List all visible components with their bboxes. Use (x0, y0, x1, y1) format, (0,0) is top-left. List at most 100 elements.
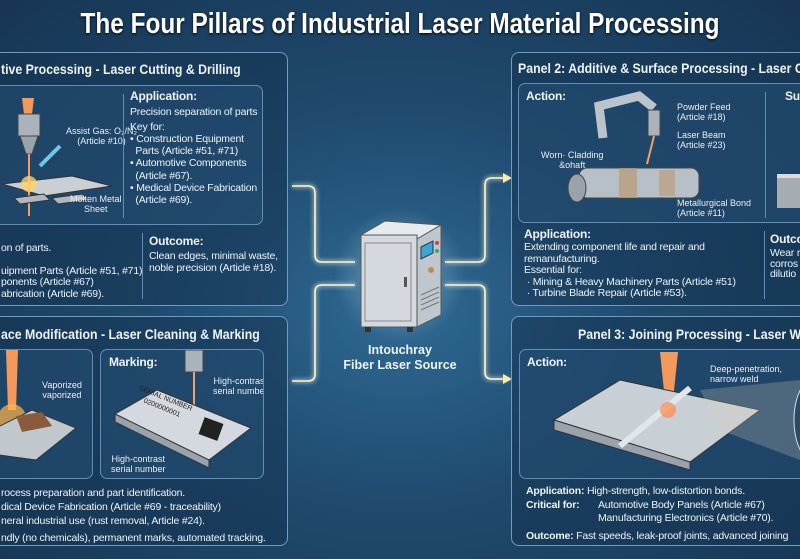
label-line: serial number (111, 464, 166, 474)
label-line: Powder Feed (677, 102, 731, 112)
list-item: • Automotive Components (130, 157, 247, 170)
laser-cutting-illustration (1, 98, 113, 216)
label-line: Assist Gas: O₂/N₂ (66, 126, 137, 136)
critical-list: Automotive Body Panels (Article #67) Man… (598, 499, 773, 525)
text-line: · Turbine Blade Repair (Article #53). (524, 287, 687, 300)
panel-additive-surface: Panel 2: Additive & Surface Processing -… (511, 52, 800, 306)
text-line: uipment Parts (Article #51, #71) (1, 264, 143, 277)
label-line: (Article #10) (77, 136, 126, 146)
application-text: High-strength, low-distortion bonds. (586, 485, 745, 497)
text-line: neral industrial use (rust removal, Arti… (1, 515, 205, 527)
center-label-line1: Intouchray (368, 343, 432, 357)
marking-heading: Marking: (109, 355, 158, 369)
laser-cladding-illustration (567, 91, 700, 203)
deep-penetration-label: Deep-penetration,narrow weld (710, 364, 782, 384)
laser-cleaning-illustration (0, 350, 77, 461)
label-line: serial number (213, 386, 264, 396)
application-text: Extending component life and repair and … (524, 241, 736, 300)
panel-joining: Panel 3: Joining Processing - Laser Wel … (511, 316, 800, 546)
text-line: Wear r (770, 247, 800, 259)
divider (764, 231, 765, 299)
panel-title: ace Modification - Laser Cleaning & Mark… (1, 326, 260, 342)
action-heading: Action: (527, 355, 567, 369)
application-text: Precision separation of parts (130, 106, 258, 118)
label-line: Worn· Cladding (541, 150, 604, 160)
action-box: Assist Gas: O₂/N₂(Article #10) Molten Me… (0, 85, 263, 225)
outcome-text: noble precision (Article #18). (149, 262, 277, 274)
laser-source-cabinet-icon (359, 220, 443, 332)
application-label: Application: (526, 485, 585, 497)
key-for-label: Key for: (130, 121, 165, 133)
label-line: Vaporized (42, 380, 82, 390)
label-line: Laser Beam (677, 130, 726, 140)
list-item: • Construction Equipment (130, 133, 244, 145)
powder-feed-label: Powder Feed(Article #18) (677, 102, 731, 122)
surface-illustration (777, 174, 800, 208)
divider (142, 233, 143, 299)
list-item: • Medical Device Fabrication (130, 181, 258, 194)
text-line: dical Device Fabrication (Article #69 - … (1, 501, 221, 513)
label-line: (Article #11) (677, 208, 725, 218)
label-line: vaporized (42, 390, 82, 400)
label-line: (Article #23) (677, 140, 726, 150)
arrow-icon (503, 374, 512, 384)
text-line: · Mining & Heavy Machinery Parts (Articl… (524, 275, 736, 288)
list-item: Parts (Article #51, #71) (130, 145, 239, 158)
list-item: Manufacturing Electronics (Article #70). (598, 512, 774, 524)
laser-beam-label: Laser Beam(Article #23) (677, 130, 726, 150)
label-line: High-contrast (213, 376, 264, 386)
label-line: (Article #18) (677, 112, 726, 122)
text-line: Essential for: (524, 264, 582, 277)
outcome-heading: Outcome: (149, 234, 204, 248)
label-line: &ohaft (559, 160, 586, 170)
action-box: Action: Deep-penetration,narrow weld (519, 349, 800, 479)
metallurgical-bond-label: Metallurgical Bond(Article #11) (677, 198, 751, 218)
text-line: remanufacturing. (524, 252, 600, 265)
arrow-icon (503, 173, 512, 183)
application-summary: on of parts. uipment Parts (Article #51,… (1, 242, 143, 300)
panel-title: Panel 3: Joining Processing - Laser Wel (578, 326, 800, 342)
application-heading: Application: (130, 89, 197, 103)
panel-title: Panel 2: Additive & Surface Processing -… (518, 60, 800, 76)
outcome-text: Clean edges, minimal waste, (149, 250, 278, 262)
page-title: The Four Pillars of Industrial Laser Mat… (80, 8, 720, 40)
outcome-text: Wear r corros dilutio (770, 248, 800, 280)
application-text: rocess preparation and part identificati… (1, 486, 266, 545)
label-line: Molten Metal (70, 194, 122, 204)
panel-cleaning-marking: ace Modification - Laser Cleaning & Mark… (0, 316, 288, 546)
panel-cutting-drilling: tive Processing - Laser Cutting & Drilli… (0, 52, 288, 306)
application-row: Application: High-strength, low-distorti… (526, 485, 745, 497)
outcome-text: Fast speeds, leak-proof joints, advanced… (576, 530, 789, 542)
text-line: rocess preparation and part identificati… (1, 487, 186, 499)
action-box: Action: Powder Feed(Article #18) Laser B… (518, 83, 800, 223)
panel-title: tive Processing - Laser Cutting & Drilli… (1, 61, 241, 77)
outcome-heading: Outco (770, 232, 800, 246)
label-line: Deep-penetration, (710, 364, 783, 374)
text-line: corros (770, 257, 798, 270)
label-line: High-contrast (111, 454, 166, 464)
list-item: Automotive Body Panels (Article #67) (598, 499, 765, 511)
list-item: (Article #67). (130, 169, 193, 182)
application-heading: Application: (524, 227, 591, 241)
assist-gas-label: Assist Gas: O₂/N₂(Article #10) (66, 126, 137, 146)
connector-paths (292, 177, 506, 382)
text-line: Extending component life and repair and (524, 241, 705, 253)
outcome-label: Outcome: (526, 530, 574, 542)
divider (123, 94, 124, 218)
outcome-row: Outcome: Fast speeds, leak-proof joints,… (526, 530, 789, 542)
critical-label: Critical for: (526, 499, 580, 511)
key-for-list: • Construction Equipment Parts (Article … (130, 133, 257, 206)
list-item: (Article #69). (130, 194, 193, 207)
divider (765, 92, 766, 218)
worn-cladding-label: Worn· Cladding&ohaft (541, 150, 603, 170)
text-line: abrication (Article #69). (1, 287, 104, 300)
laser-marking-illustration (113, 350, 253, 469)
label-line: Sheet (84, 204, 108, 214)
center-label: Intouchray Fiber Laser Source (330, 343, 470, 373)
